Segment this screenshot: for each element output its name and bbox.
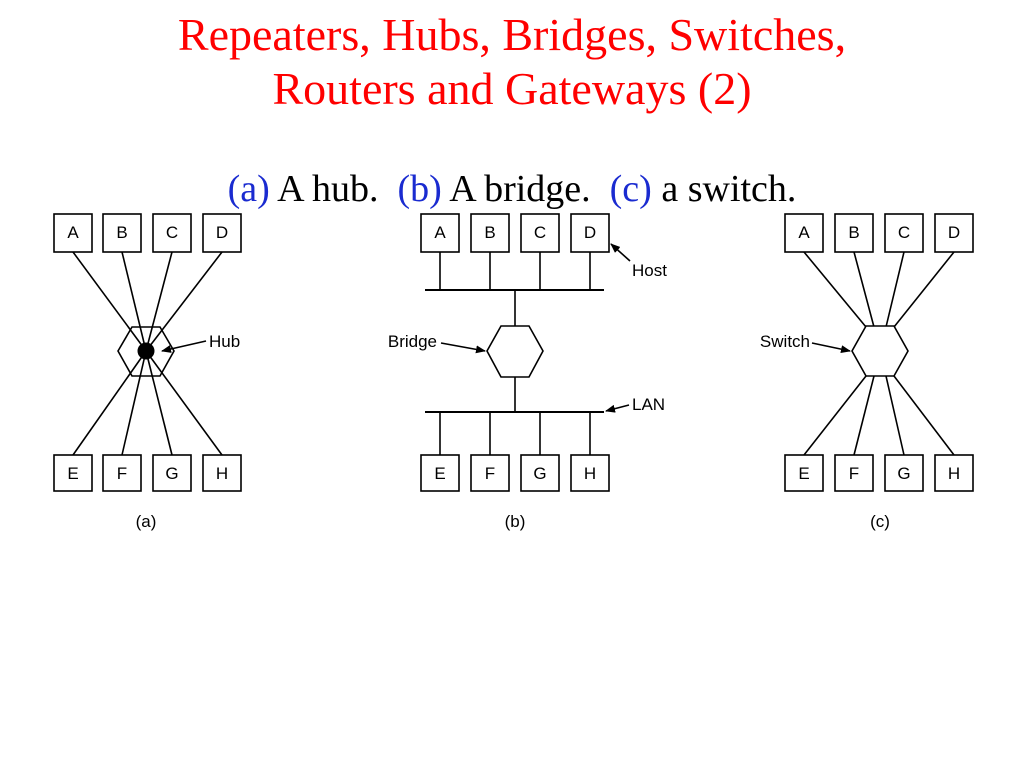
link-a-top-2 (121, 251, 147, 352)
link-a-bottom-2 (121, 350, 147, 456)
host-b-bottom-1: E (420, 454, 460, 492)
bridge-arrow (440, 342, 486, 354)
host-label: A (798, 223, 810, 242)
host-a-bottom-2: F (102, 454, 142, 492)
host-label: C (166, 223, 178, 242)
host-label: A (67, 223, 79, 242)
lan-label: LAN (632, 395, 665, 414)
host-label: E (67, 464, 78, 483)
subtitle-tag-b: (b) (397, 168, 442, 210)
host-label: C (898, 223, 910, 242)
hub-dot (137, 342, 155, 360)
host-a-bottom-1: E (53, 454, 93, 492)
hub-arrow (161, 340, 207, 353)
host-annotation-label: Host (632, 261, 667, 280)
host-b-top-4: D (570, 213, 610, 253)
subtitle-text-b: A bridge. (441, 168, 610, 210)
link-c-bottom-4 (893, 375, 955, 456)
link-a-bottom-1 (72, 350, 147, 456)
switch-hexagon (851, 325, 909, 377)
diagram-c-switch: A B C D E F G H Switch (c) (760, 213, 974, 531)
host-c-bottom-4: H (934, 454, 974, 492)
title-line-2: Routers and Gateways (2) (272, 63, 752, 114)
host-label: C (534, 223, 546, 242)
host-label: H (584, 464, 596, 483)
host-c-top-4: D (934, 213, 974, 253)
link-c-bottom-1 (803, 375, 867, 456)
host-label: F (849, 464, 859, 483)
slide-title: Repeaters, Hubs, Bridges, Switches, Rout… (0, 8, 1024, 116)
subtitle-text-c: a switch. (651, 168, 797, 210)
host-b-bottom-3: G (520, 454, 560, 492)
title-line-1: Repeaters, Hubs, Bridges, Switches, (177, 9, 847, 60)
host-label: D (216, 223, 228, 242)
host-label: B (848, 223, 859, 242)
host-a-top-2: B (102, 213, 142, 253)
host-b-top-1: A (420, 213, 460, 253)
caption-c: (c) (870, 512, 890, 531)
host-b-bottom-4: H (570, 454, 610, 492)
link-a-bottom-3 (145, 350, 173, 456)
host-c-bottom-3: G (884, 454, 924, 492)
diagram-b-bridge: A B C D E F G H Bridge Host LAN (b) (388, 213, 667, 531)
host-c-bottom-2: F (834, 454, 874, 492)
bridge-label: Bridge (388, 332, 437, 351)
host-label: G (897, 464, 910, 483)
host-label: F (485, 464, 495, 483)
host-c-bottom-1: E (784, 454, 824, 492)
link-c-top-2 (853, 251, 875, 328)
link-c-top-3 (885, 251, 905, 328)
host-label: G (533, 464, 546, 483)
host-label: E (798, 464, 809, 483)
host-a-top-3: C (152, 213, 192, 253)
slide-subtitle: (a) A hub. (b) A bridge. (c) a switch. (0, 167, 1024, 211)
link-a-bottom-4 (145, 350, 223, 456)
link-c-bottom-3 (885, 375, 905, 456)
caption-a: (a) (136, 512, 157, 531)
link-a-top-1 (72, 251, 147, 352)
link-c-top-1 (803, 251, 867, 328)
subtitle-tag-a: (a) (227, 168, 270, 210)
switch-label: Switch (760, 332, 810, 351)
host-b-top-2: B (470, 213, 510, 253)
host-label: G (165, 464, 178, 483)
bridge-hexagon (486, 325, 544, 378)
subtitle-tag-c: (c) (609, 168, 652, 210)
host-label: E (434, 464, 445, 483)
link-c-bottom-2 (853, 375, 875, 456)
link-a-top-3 (145, 251, 173, 352)
hub-hexagon (117, 326, 175, 377)
host-c-top-1: A (784, 213, 824, 253)
host-a-top-4: D (202, 213, 242, 253)
host-arrow (610, 243, 631, 262)
link-a-top-4 (145, 251, 223, 352)
host-c-top-3: C (884, 213, 924, 253)
host-label: H (216, 464, 228, 483)
host-label: B (116, 223, 127, 242)
host-a-bottom-3: G (152, 454, 192, 492)
host-a-bottom-4: H (202, 454, 242, 492)
link-c-top-4 (893, 251, 955, 328)
host-label: D (584, 223, 596, 242)
switch-arrow (811, 342, 851, 354)
host-label: B (484, 223, 495, 242)
hub-label: Hub (209, 332, 240, 351)
subtitle-text-a: A hub. (269, 168, 398, 210)
host-b-bottom-2: F (470, 454, 510, 492)
host-label: D (948, 223, 960, 242)
diagram-a-hub: A B C D E F G H Hub (a) (53, 213, 242, 531)
host-label: H (948, 464, 960, 483)
host-a-top-1: A (53, 213, 93, 253)
host-label: A (434, 223, 446, 242)
caption-b: (b) (505, 512, 526, 531)
host-label: F (117, 464, 127, 483)
lan-arrow (605, 404, 630, 413)
host-b-top-3: C (520, 213, 560, 253)
host-c-top-2: B (834, 213, 874, 253)
